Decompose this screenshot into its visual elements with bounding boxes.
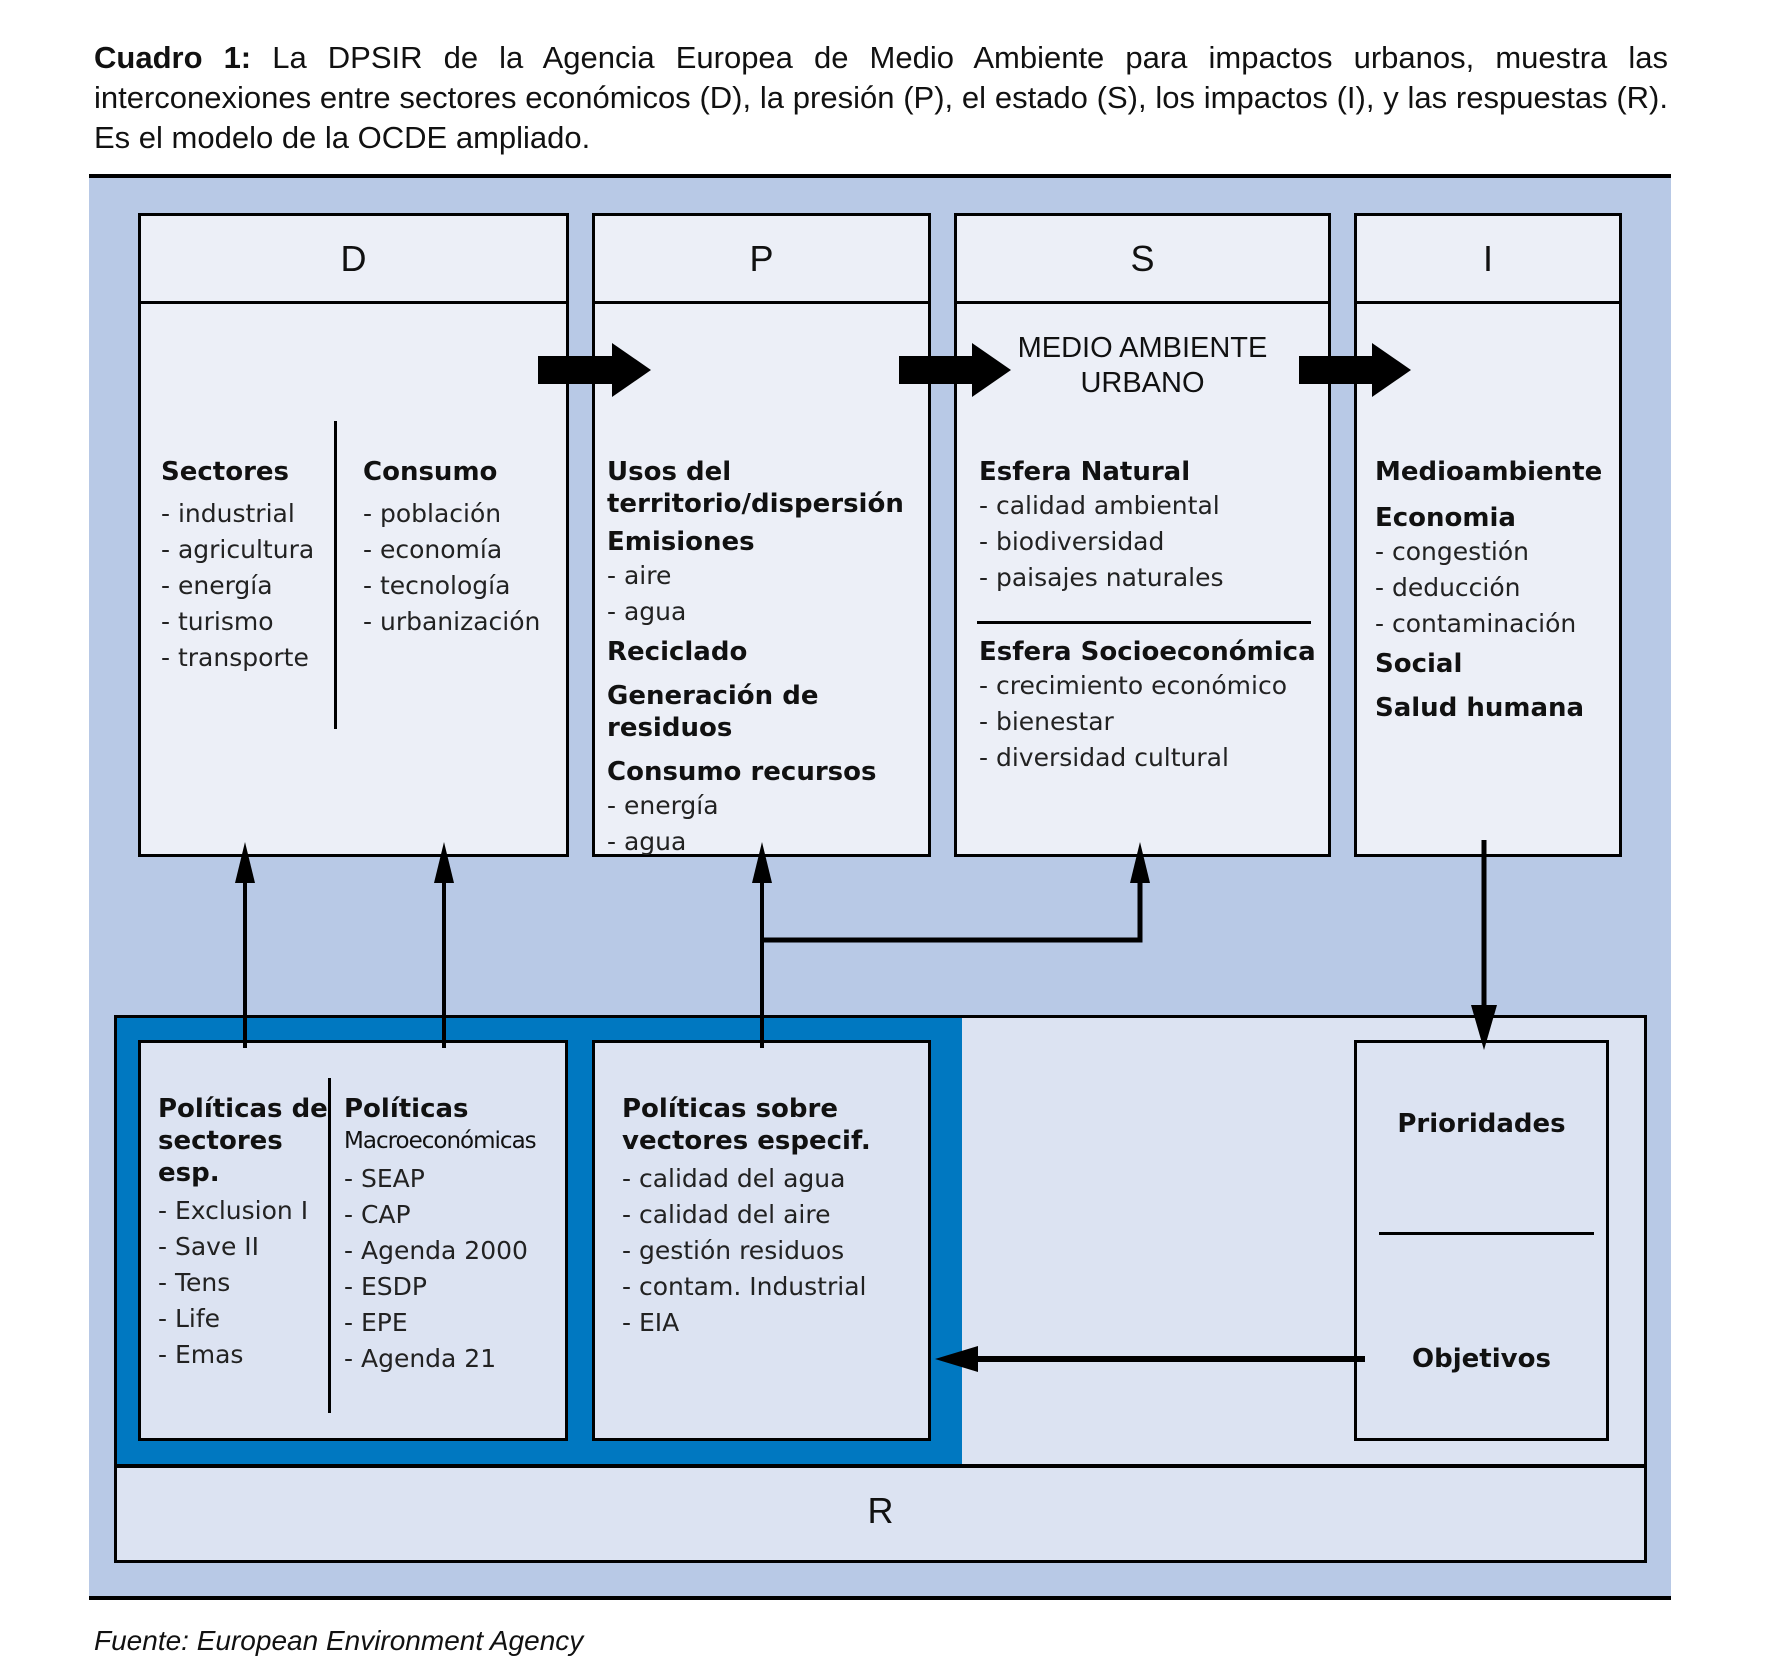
list-item: - Life (158, 1304, 221, 1333)
macro-policies-heading: Políticas (344, 1094, 469, 1124)
caption-label: Cuadro 1: (94, 40, 252, 75)
list-item: - EPE (344, 1308, 408, 1337)
box-d-divider (334, 421, 337, 729)
sphere-divider (977, 621, 1311, 624)
section-heading: Usos del territorio/dispersión (607, 457, 904, 519)
sectors-heading: Sectores (161, 457, 289, 487)
list-item: - bienestar (979, 707, 1114, 736)
urban-environment-line1: MEDIO AMBIENTE (1017, 332, 1268, 364)
list-item: - agricultura (161, 535, 315, 564)
box-r-label: R (867, 1490, 894, 1531)
box-p-header: P (595, 216, 928, 304)
list-item: - Tens (158, 1268, 231, 1297)
list-item: - CAP (344, 1200, 411, 1229)
list-item: - población (363, 499, 502, 528)
consumption-heading: Consumo (363, 457, 498, 487)
section-heading: Salud humana (1375, 693, 1585, 723)
pressure-content: Usos del territorio/dispersión Emisiones… (607, 456, 927, 860)
policies-divider (328, 1078, 331, 1413)
list-item: - agua (607, 597, 687, 626)
objectives-label: Objetivos (1412, 1344, 1551, 1374)
macro-policies-subheading: Macroeconómicas (344, 1128, 537, 1154)
socioeconomic-sphere-heading: Esfera Socioeconómica (979, 637, 1316, 667)
list-item: - contaminación (1375, 609, 1577, 638)
box-i-header: I (1357, 216, 1619, 304)
macro-policies: Políticas Macroeconómicas - SEAP - CAP -… (344, 1093, 537, 1377)
list-item: - contam. Industrial (622, 1272, 867, 1301)
list-item: - Emas (158, 1340, 244, 1369)
box-impacts: I Medioambiente Economia - congestión - … (1354, 213, 1622, 857)
urban-environment-title: MEDIO AMBIENTE URBANO (957, 331, 1328, 401)
list-item: - tecnología (363, 571, 511, 600)
natural-sphere: Esfera Natural - calidad ambiental - bio… (979, 456, 1224, 596)
list-item: - calidad ambiental (979, 491, 1220, 520)
list-item: - congestión (1375, 537, 1530, 566)
sector-policies-heading: Políticas de sectores esp. (158, 1094, 328, 1188)
vector-policies: Políticas sobre vectores especif. - cali… (622, 1093, 882, 1341)
list-item: - SEAP (344, 1164, 425, 1193)
list-item: - aire (607, 561, 672, 590)
urban-environment-line2: URBANO (1080, 367, 1205, 399)
sector-macro-policies-box: Políticas de sectores esp. - Exclusion I… (138, 1040, 568, 1441)
top-rule (89, 174, 1671, 178)
list-item: - deducción (1375, 573, 1521, 602)
section-heading: Consumo recursos (607, 757, 877, 787)
list-item: - turismo (161, 607, 274, 636)
natural-sphere-heading: Esfera Natural (979, 457, 1191, 487)
box-d-header: D (141, 216, 566, 304)
source-footnote: Fuente: European Environment Agency (94, 1625, 584, 1656)
box-pressure: P Usos del territorio/dispersión Emision… (592, 213, 931, 857)
priorities-divider (1379, 1232, 1594, 1235)
list-item: - Agenda 2000 (344, 1236, 528, 1265)
section-heading: Generación de residuos (607, 681, 819, 743)
sectors-column: Sectores - industrial - agricultura - en… (161, 456, 314, 676)
list-item: - agua (607, 827, 687, 856)
list-item: - biodiversidad (979, 527, 1165, 556)
section-heading: Reciclado (607, 637, 748, 667)
list-item: - energía (607, 791, 719, 820)
list-item: - Save II (158, 1232, 260, 1261)
priorities-objectives-box: Prioridades Objetivos (1354, 1040, 1609, 1441)
list-item: - calidad del agua (622, 1164, 846, 1193)
box-state: S MEDIO AMBIENTE URBANO Esfera Natural -… (954, 213, 1331, 857)
vector-policies-heading: Políticas sobre vectores especif. (622, 1094, 871, 1156)
consumption-column: Consumo - población - economía - tecnolo… (363, 456, 540, 640)
list-item: - energía (161, 571, 273, 600)
section-heading: Emisiones (607, 527, 755, 557)
response-divider (114, 1464, 1647, 1468)
list-item: - economía (363, 535, 503, 564)
list-item: - diversidad cultural (979, 743, 1229, 772)
figure-caption: Cuadro 1: La DPSIR de la Agencia Europea… (94, 38, 1668, 158)
vector-policies-box: Políticas sobre vectores especif. - cali… (592, 1040, 931, 1441)
list-item: - calidad del aire (622, 1200, 831, 1229)
list-item: - ESDP (344, 1272, 427, 1301)
box-driving-forces: D Sectores - industrial - agricultura - … (138, 213, 569, 857)
list-item: - crecimiento económico (979, 671, 1287, 700)
section-heading: Medioambiente (1375, 457, 1603, 487)
list-item: - EIA (622, 1308, 680, 1337)
list-item: - urbanización (363, 607, 541, 636)
section-heading: Social (1375, 649, 1463, 679)
socioeconomic-sphere: Esfera Socioeconómica - crecimiento econ… (979, 636, 1316, 776)
list-item: - Exclusion I (158, 1196, 309, 1225)
list-item: - gestión residuos (622, 1236, 845, 1265)
section-heading: Economia (1375, 503, 1516, 533)
sector-policies: Políticas de sectores esp. - Exclusion I… (158, 1093, 328, 1373)
list-item: - Agenda 21 (344, 1344, 497, 1373)
list-item: - paisajes naturales (979, 563, 1224, 592)
list-item: - industrial (161, 499, 295, 528)
list-item: - transporte (161, 643, 309, 672)
bottom-rule (89, 1596, 1671, 1600)
priorities-label: Prioridades (1397, 1109, 1566, 1139)
caption-text: La DPSIR de la Agencia Europea de Medio … (94, 40, 1668, 155)
box-s-header: S (957, 216, 1328, 304)
impacts-content: Medioambiente Economia - congestión - de… (1375, 456, 1602, 724)
